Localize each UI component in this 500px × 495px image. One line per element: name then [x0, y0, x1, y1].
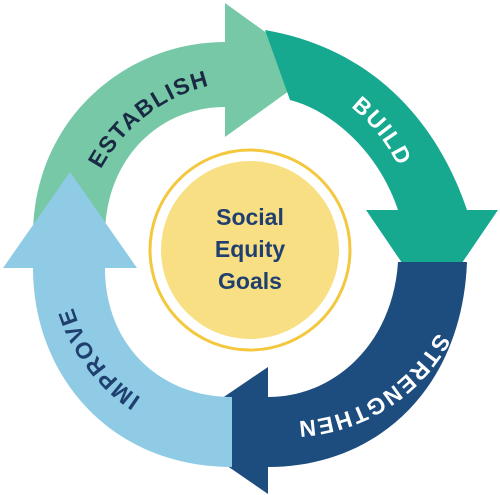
establish-arrow: [33, 3, 318, 236]
center-circle: [161, 161, 339, 339]
center-title-line-1: Social: [216, 204, 284, 230]
center-title-line-3: Goals: [218, 268, 282, 294]
build-arrow: [265, 30, 498, 307]
center-title-line-2: Equity: [215, 236, 285, 262]
strengthen-arrow: [175, 262, 467, 494]
improve-arrow: [3, 172, 232, 467]
